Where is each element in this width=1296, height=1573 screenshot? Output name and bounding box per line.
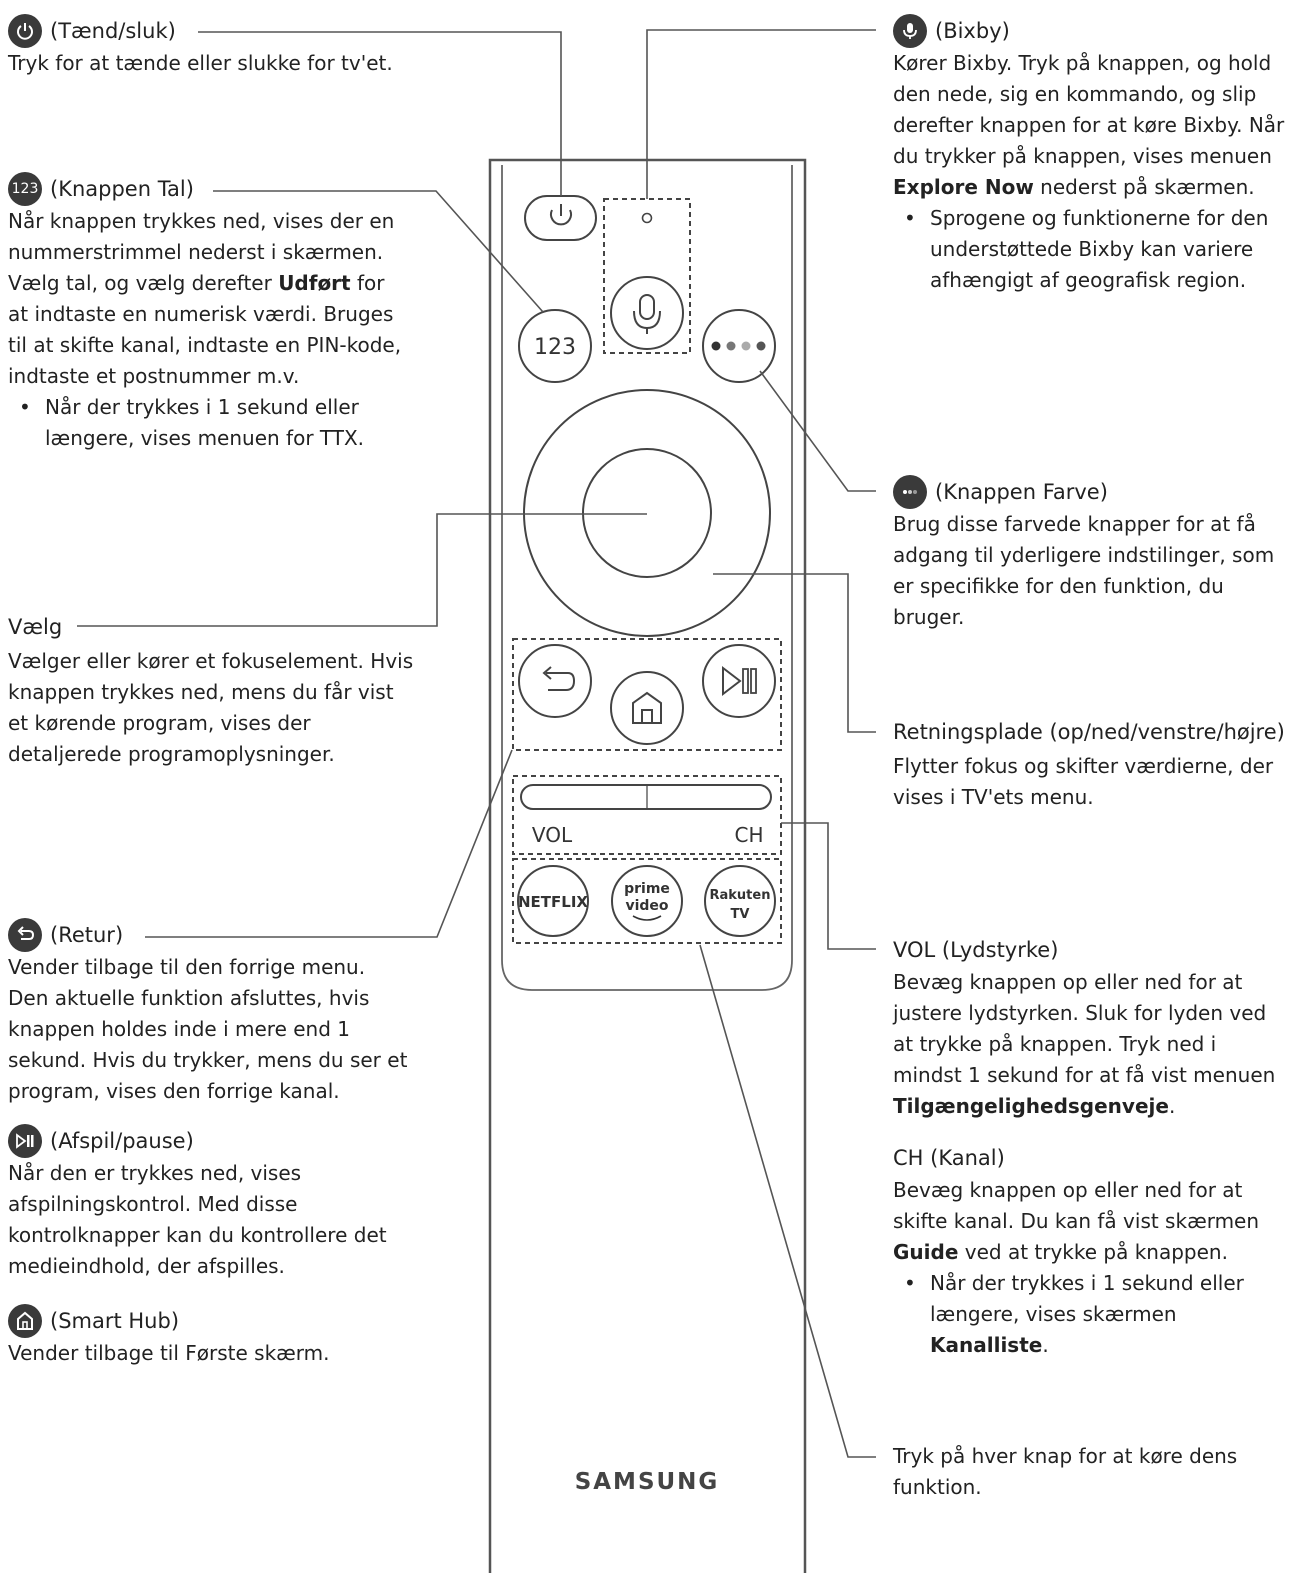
leader-power xyxy=(198,31,562,196)
direction-title: Retningsplade (op/ned/venstre/højre) xyxy=(893,719,1285,744)
prime-line2: video xyxy=(625,898,668,914)
microphone-icon xyxy=(893,14,927,48)
color-dots-icon xyxy=(893,475,927,509)
playpause-callout: (Afspil/pause) Når den er trykkes ned, v… xyxy=(8,1124,408,1282)
smarthub-description: Vender tilbage til Første skærm. xyxy=(8,1341,330,1365)
callout-lines xyxy=(77,29,876,1458)
remote-power-button[interactable] xyxy=(524,195,597,241)
playpause-description: Når den er trykkes ned, vises afspilning… xyxy=(8,1161,387,1278)
apps-description: Tryk på hver knap for at køre dens funkt… xyxy=(893,1444,1238,1499)
number-callout: 123 (Knappen Tal) Når knappen trykkes ne… xyxy=(8,172,408,454)
ch-title: CH (Kanal) xyxy=(893,1145,1005,1170)
bixby-title: (Bixby) xyxy=(935,18,1010,43)
select-description: Vælger eller kører et fokuselement. Hvis… xyxy=(8,649,414,766)
remote-volch-rocker[interactable] xyxy=(520,784,772,810)
ch-bullet: Når der trykkes i 1 sekund eller længere… xyxy=(904,1268,1293,1361)
remote-netflix-button[interactable]: NETFLIX xyxy=(517,865,589,937)
power-icon xyxy=(8,14,42,48)
play-pause-icon xyxy=(8,1124,42,1158)
power-callout: (Tænd/sluk) Tryk for at tænde eller sluk… xyxy=(8,14,428,79)
return-arrow-icon xyxy=(8,918,42,952)
vol-description: Bevæg knappen op eller ned for at juster… xyxy=(893,970,1276,1118)
ch-description: Bevæg knappen op eller ned for at skifte… xyxy=(893,1178,1260,1264)
bixby-callout: (Bixby) Kører Bixby. Tryk på knappen, og… xyxy=(893,14,1288,296)
home-icon xyxy=(8,1304,42,1338)
leader-bixby xyxy=(646,29,876,199)
leader-color xyxy=(759,370,876,492)
netflix-label: NETFLIX xyxy=(518,893,588,911)
color-callout: (Knappen Farve) Brug disse farvede knapp… xyxy=(893,475,1293,633)
power-title: (Tænd/sluk) xyxy=(50,18,176,43)
smarthub-title: (Smart Hub) xyxy=(50,1308,180,1333)
prime-line1: prime xyxy=(624,881,670,897)
rakuten-line2: TV xyxy=(731,907,750,922)
microphone-hole xyxy=(641,212,653,224)
leader-vol xyxy=(781,822,876,950)
bixby-bullets: Sprogene og funktionerne for den underst… xyxy=(893,203,1288,296)
return-description: Vender tilbage til den forrige menu. Den… xyxy=(8,955,408,1103)
bixby-area-outline xyxy=(603,198,691,354)
color-description: Brug disse farvede knapper for at få adg… xyxy=(893,512,1275,629)
ch-callout: CH (Kanal) Bevæg knappen op eller ned fo… xyxy=(893,1141,1293,1361)
apps-callout: Tryk på hver knap for at køre dens funkt… xyxy=(893,1441,1273,1503)
remote-ch-label: CH xyxy=(734,823,763,847)
direction-callout: Retningsplade (op/ned/venstre/højre) Fly… xyxy=(893,715,1293,813)
bixby-bullet: Sprogene og funktionerne for den underst… xyxy=(904,203,1288,296)
apps-area-outline xyxy=(512,858,782,944)
remote-bixby-button[interactable] xyxy=(610,276,684,350)
number-bullets: Når der trykkes i 1 sekund eller længere… xyxy=(8,392,408,454)
remote-home-button[interactable] xyxy=(610,671,684,745)
number-description: Når knappen trykkes ned, vises der en nu… xyxy=(8,209,402,388)
remote-number-label: 123 xyxy=(534,335,576,360)
remote-prime-video-button[interactable]: prime video xyxy=(611,865,683,937)
leader-select xyxy=(77,513,647,627)
vol-callout: VOL (Lydstyrke) Bevæg knappen op eller n… xyxy=(893,933,1288,1122)
return-title: (Retur) xyxy=(50,922,124,947)
number-123-icon: 123 xyxy=(8,172,42,206)
power-description: Tryk for at tænde eller slukke for tv'et… xyxy=(8,51,393,75)
color-title: (Knappen Farve) xyxy=(935,479,1108,504)
remote-number-button[interactable]: 123 xyxy=(518,309,592,383)
bixby-description: Kører Bixby. Tryk på knappen, og hold de… xyxy=(893,51,1285,199)
ch-bullets: Når der trykkes i 1 sekund eller længere… xyxy=(893,1268,1293,1361)
smarthub-callout: (Smart Hub) Vender tilbage til Første sk… xyxy=(8,1304,408,1369)
remote-color-button[interactable] xyxy=(702,309,776,383)
select-callout: Vælg Vælger eller kører et fokuselement.… xyxy=(8,610,418,770)
number-title: (Knappen Tal) xyxy=(50,176,194,201)
remote-return-button[interactable] xyxy=(518,644,592,718)
leader-return xyxy=(145,749,513,938)
remote-playpause-button[interactable] xyxy=(702,644,776,718)
remote-face-panel xyxy=(501,165,793,991)
vol-title: VOL (Lydstyrke) xyxy=(893,937,1059,962)
control-area-outline xyxy=(512,638,782,751)
direction-description: Flytter fokus og skifter værdierne, der … xyxy=(893,754,1274,809)
remote-select-button[interactable] xyxy=(582,448,712,578)
rakuten-line1: Rakuten xyxy=(710,888,771,903)
remote-rakuten-button[interactable]: Rakuten TV xyxy=(704,865,776,937)
number-bullet: Når der trykkes i 1 sekund eller længere… xyxy=(19,392,408,454)
return-callout: (Retur) Vender tilbage til den forrige m… xyxy=(8,918,408,1107)
leader-number xyxy=(213,190,544,313)
leader-apps xyxy=(699,944,876,1458)
remote-vol-label: VOL xyxy=(532,823,573,847)
volch-area-outline xyxy=(512,775,782,855)
playpause-title: (Afspil/pause) xyxy=(50,1128,194,1153)
remote-brand-logo: SAMSUNG xyxy=(575,1469,720,1495)
select-title: Vælg xyxy=(8,614,63,639)
leader-direction xyxy=(713,573,876,733)
